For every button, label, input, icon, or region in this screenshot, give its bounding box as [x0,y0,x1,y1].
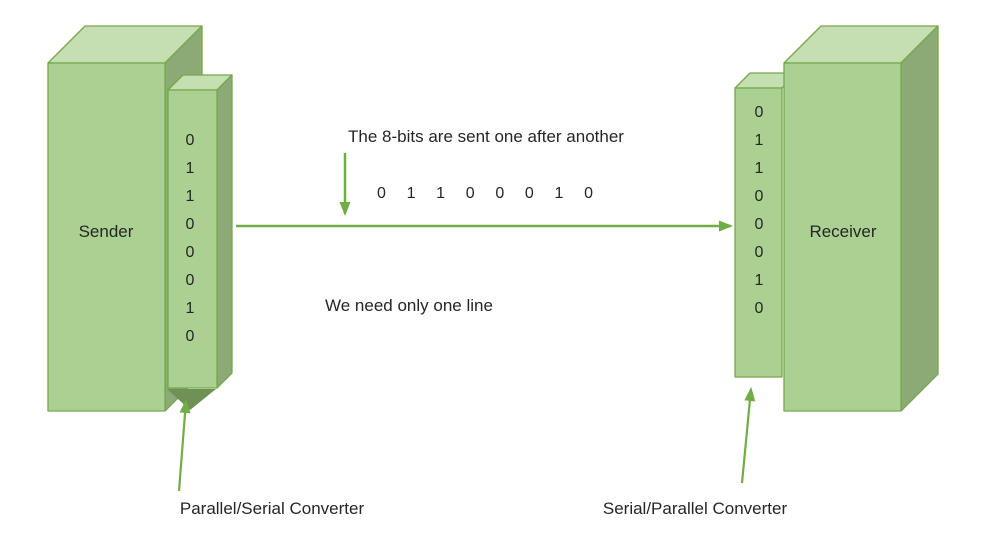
receiver-box-front-face [783,62,902,412]
sender-box-front-face [47,62,166,412]
receiver-converter-pointer-arrow [740,387,756,484]
receiver-group: 0 1 1 0 0 0 1 0 Receiver [734,25,939,412]
receiver-bit-column: 0 1 1 0 0 0 1 0 [755,104,764,317]
sender-converter-side-face [216,74,233,389]
receiver-box-side-face [900,25,939,412]
sender-converter-front-face [167,89,218,389]
receiver-converter-front-face [734,87,783,378]
sender-bit: 1 [186,160,195,177]
receiver-bit: 0 [755,104,764,121]
serial-bits-row: 0 1 1 0 0 0 1 0 [377,185,593,202]
caption-top: The 8-bits are sent one after another [348,127,624,146]
sender-bit: 0 [186,272,195,289]
sender-bit-column: 0 1 1 0 0 0 1 0 [186,132,195,345]
receiver-label: Receiver [809,222,876,241]
sender-converter-pointer-arrow [177,399,191,492]
sender-bit: 0 [186,244,195,261]
caption-bottom: We need only one line [325,296,493,315]
receiver-bit: 0 [755,300,764,317]
receiver-bit: 1 [755,132,764,149]
sender-bit: 0 [186,132,195,149]
serial-parallel-converter-label: Serial/Parallel Converter [603,499,788,518]
receiver-bit: 1 [755,160,764,177]
receiver-bit: 0 [755,188,764,205]
sender-bit: 1 [186,300,195,317]
sender-label: Sender [79,222,134,241]
sender-bit: 0 [186,216,195,233]
sender-converter-bottom-face [167,389,216,410]
parallel-serial-converter-label: Parallel/Serial Converter [180,499,365,518]
receiver-bit: 1 [755,272,764,289]
receiver-bit: 0 [755,244,764,261]
sender-bit: 0 [186,328,195,345]
sender-bit: 1 [186,188,195,205]
sender-group: Sender 0 1 1 0 0 0 1 0 [47,25,233,412]
receiver-bit: 0 [755,216,764,233]
